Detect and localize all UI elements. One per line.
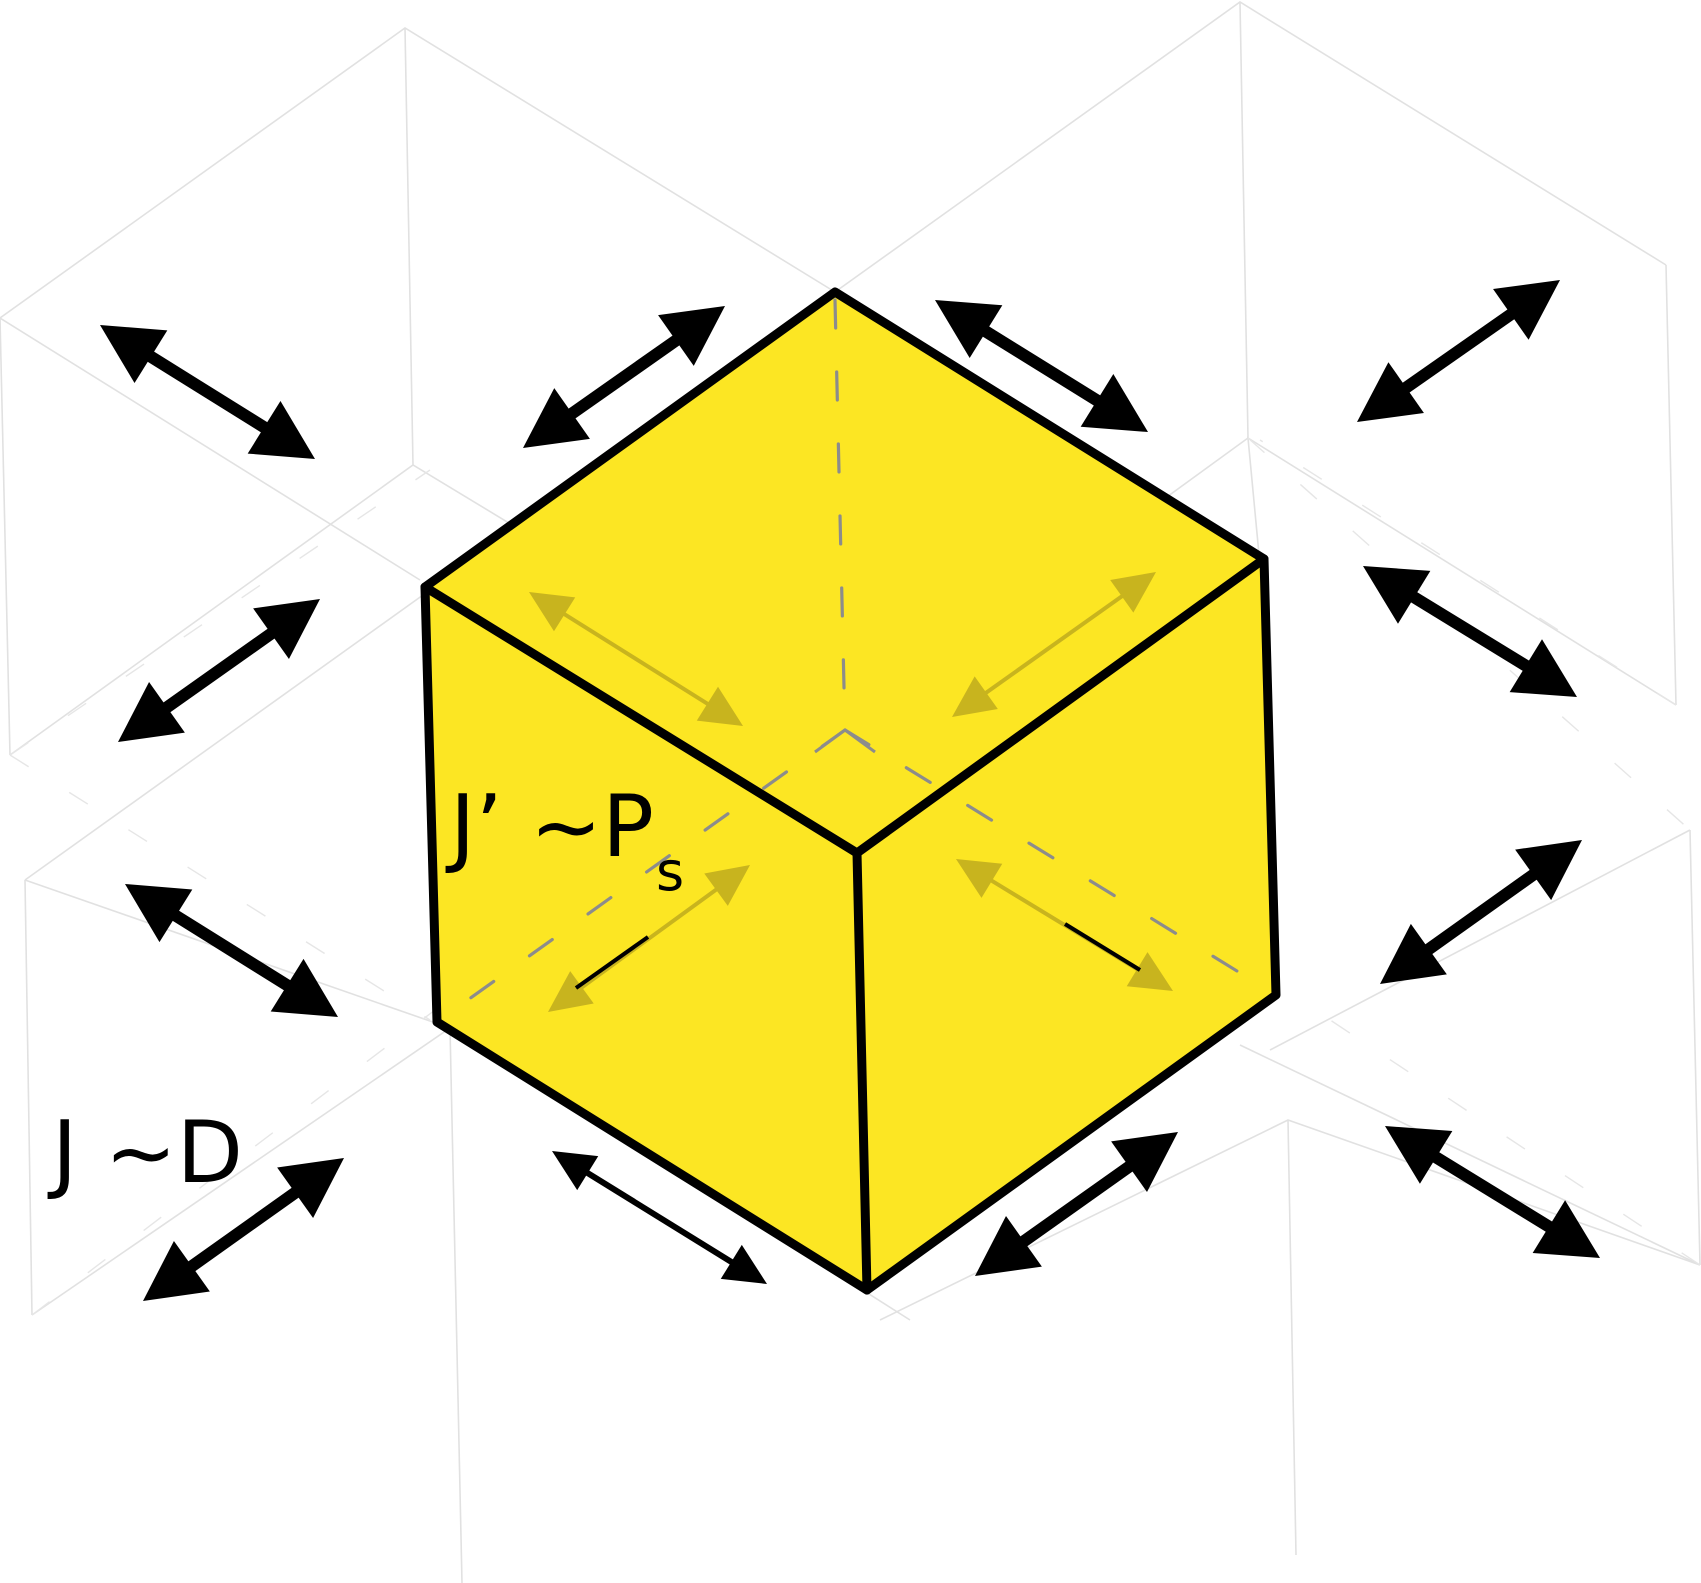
inner-double-arrow-icon [952, 572, 1156, 717]
double-arrow-icon [1357, 280, 1560, 422]
double-arrow-icon [1380, 840, 1582, 984]
double-arrow-icon [975, 1132, 1178, 1276]
arrow-shaft-segment [1063, 922, 1142, 972]
local-coupling-subscript: s [656, 840, 684, 903]
outer-arrow-group [100, 280, 1600, 1301]
cube-outline [420, 287, 1281, 1295]
double-arrow-icon [100, 325, 315, 459]
double-arrow-icon [118, 599, 320, 742]
lattice-coupling-label: J ~D [47, 1103, 243, 1203]
double-arrow-icon [1385, 1126, 1600, 1258]
inner-double-arrow-icon [529, 592, 743, 726]
arrow-shaft-segment [574, 935, 650, 990]
cube-hidden-corner [814, 728, 876, 754]
double-arrow-icon [935, 300, 1148, 432]
double-arrow-icon [523, 306, 725, 448]
double-arrow-icon [125, 884, 338, 1017]
local-coupling-main: J’ ~P [445, 777, 654, 877]
double-arrow-icon [143, 1158, 344, 1301]
double-arrow-icon [1363, 566, 1577, 697]
double-arrow-icon [552, 1151, 767, 1284]
local-coupling-label: J’ ~Ps [445, 777, 684, 903]
inner-arrow-group [529, 572, 1173, 1012]
cube-hidden-edges [435, 298, 1278, 1024]
